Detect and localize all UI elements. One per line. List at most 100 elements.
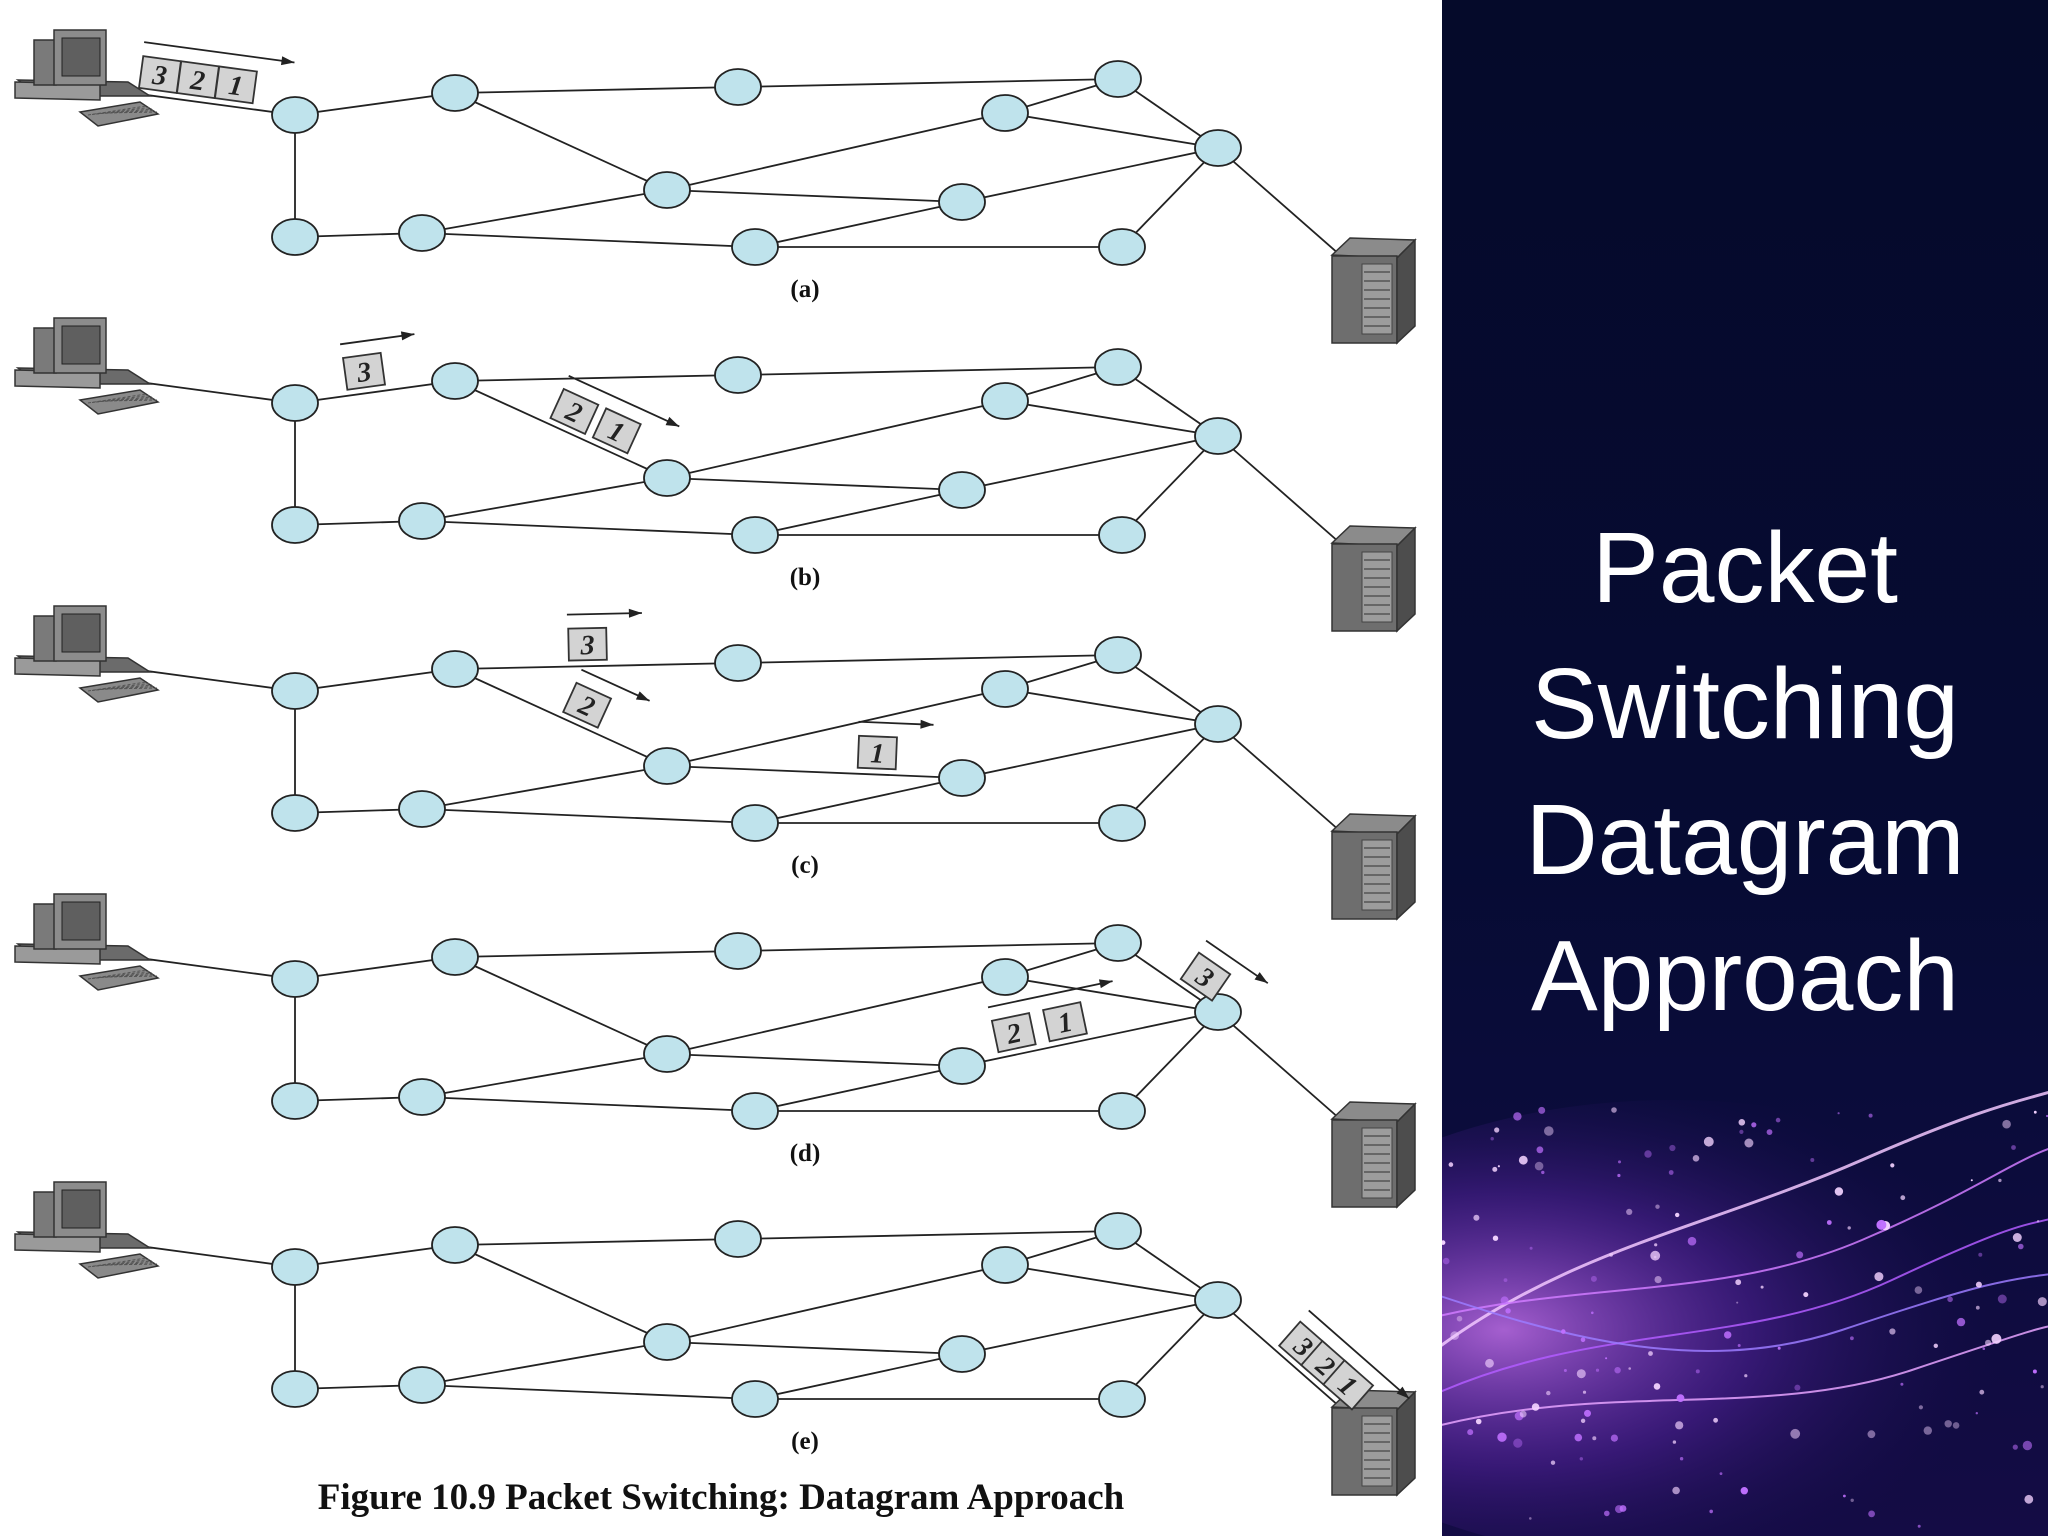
sparkle-dot [1644, 1150, 1652, 1158]
sparkle-dot [1448, 1162, 1454, 1167]
packet: 1 [1042, 1001, 1088, 1043]
switching-node [1094, 636, 1142, 674]
switching-node [1194, 705, 1242, 743]
network-link [454, 950, 739, 958]
decorative-light-streaks [1442, 1091, 2048, 1536]
arrowhead [665, 416, 680, 427]
switching-node [938, 471, 986, 509]
switching-node [731, 804, 779, 842]
network-link [1121, 435, 1219, 536]
sparkle-dot [1900, 1195, 1906, 1201]
sparkle-dot [1456, 1315, 1463, 1322]
sparkle-dot [1687, 1236, 1697, 1246]
sparkle-dot [1529, 1517, 1532, 1520]
switching-node [398, 214, 446, 252]
sparkle-dot [1944, 1420, 1952, 1428]
switching-node [431, 938, 479, 976]
network-link [961, 1011, 1219, 1067]
direction-arrow [1308, 1309, 1410, 1400]
sparkle-dot [1868, 1113, 1873, 1118]
arrowhead [1098, 979, 1113, 989]
sparkle-dot [1740, 1487, 1748, 1495]
sparkle-dot [1610, 1434, 1618, 1442]
desktop-computer-icon [14, 893, 160, 991]
sparkle-dot [1739, 1129, 1744, 1134]
switching-node [1194, 129, 1242, 167]
packet-number: 1 [1055, 1007, 1075, 1040]
switching-node [938, 759, 986, 797]
switching-node [1098, 804, 1146, 842]
light-streak [1442, 1091, 2048, 1347]
sparkle-dot [1889, 1328, 1896, 1335]
network-link [454, 374, 739, 382]
switching-node [271, 960, 319, 998]
sparkle-dot [1615, 1505, 1623, 1514]
network-link [754, 489, 963, 536]
network-link [754, 777, 963, 824]
sparkle-dot [1777, 1346, 1781, 1350]
network-link [421, 1384, 756, 1400]
network-link [421, 520, 756, 536]
packet: 1 [1322, 1359, 1375, 1411]
switching-node [271, 1248, 319, 1286]
sparkle-dot [1561, 1329, 1566, 1334]
direction-arrow [568, 375, 680, 428]
panel-label: (d) [790, 1140, 821, 1167]
network-link [754, 201, 963, 248]
direction-arrow [144, 41, 295, 64]
sparkle-dot [1648, 1351, 1653, 1356]
packet-box [561, 681, 613, 729]
sparkle-dot [1736, 1301, 1739, 1304]
network-link [294, 668, 456, 692]
packet: 3 [567, 626, 608, 662]
sparkle-dot [2036, 1220, 2040, 1223]
sparkle-dot [1442, 1257, 1450, 1265]
switching-node [1098, 1092, 1146, 1130]
network-link [666, 688, 1006, 767]
network-link [666, 1053, 963, 1067]
network-link [294, 380, 456, 404]
sparkle-dot [1655, 1204, 1660, 1209]
network-link [737, 654, 1119, 664]
sparkle-dot [1672, 1440, 1677, 1444]
network-link [1004, 688, 1219, 725]
sparkle-dot [1790, 1428, 1801, 1439]
panel-label: (e) [791, 1428, 819, 1455]
sparkle-dot [1810, 1158, 1815, 1162]
sparkle-dot [1709, 1509, 1713, 1514]
sparkle-dot [2037, 1297, 2047, 1307]
network-link [754, 1065, 963, 1112]
sparkle-dot [1503, 1278, 1508, 1282]
sparkle-dot [1867, 1430, 1876, 1439]
sparkle-dot [1546, 1390, 1551, 1396]
sparkle-dot [2002, 1119, 2011, 1129]
switching-node [981, 94, 1029, 132]
packet-number: 2 [1003, 1017, 1024, 1050]
sparkle-dot [1592, 1436, 1597, 1441]
packet-box [549, 387, 600, 436]
switching-node [1194, 417, 1242, 455]
sparkle-dot [1536, 1146, 1544, 1154]
sparkle-dot [1609, 1253, 1613, 1257]
packet-box [856, 734, 898, 771]
sparkle-dot [1550, 1460, 1556, 1465]
sparkle-dot [1737, 1344, 1741, 1347]
network-panel: 321(b) [14, 317, 1417, 633]
sparkle-dot [1618, 1160, 1621, 1164]
network-link [421, 808, 756, 824]
sparkle-dot [1982, 1347, 1986, 1350]
sparkle-dot [1584, 1409, 1591, 1417]
sparkle-dot [1529, 1246, 1533, 1250]
desktop-computer-icon [14, 1181, 160, 1279]
packet: 3 [341, 351, 387, 391]
switching-node [938, 1047, 986, 1085]
sparkle-dot [2011, 1145, 2016, 1150]
switching-node [981, 670, 1029, 708]
sparkle-dot [1876, 1219, 1887, 1230]
network-link [454, 668, 668, 767]
packet-box [990, 1011, 1037, 1054]
sparkle-dot [1672, 1486, 1680, 1495]
server-icon [1330, 525, 1417, 633]
sparkle-dot [1713, 1417, 1718, 1423]
